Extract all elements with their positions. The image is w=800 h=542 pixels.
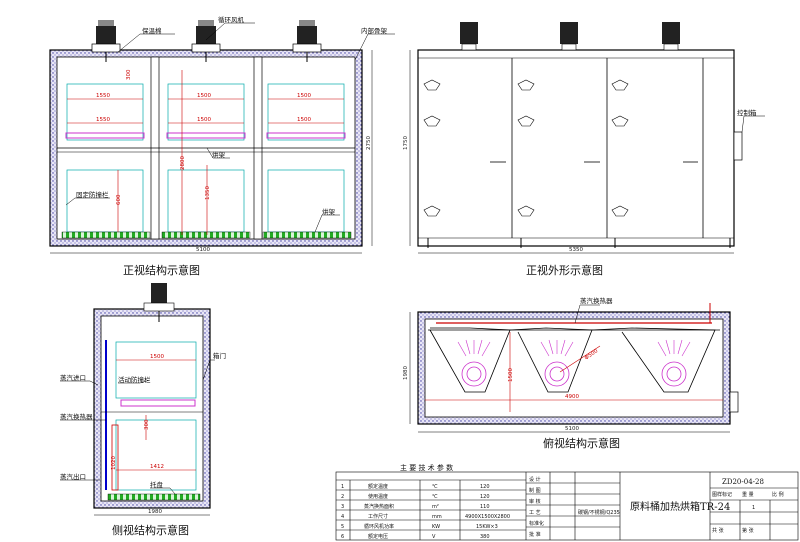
tech-table-title: 主 要 技 术 参 数 bbox=[400, 463, 453, 472]
title-field: 比 例 bbox=[772, 491, 784, 498]
row-no: 2 bbox=[341, 494, 344, 500]
dim-side-1412: 1412 bbox=[150, 464, 164, 470]
approval-label: 标准化 bbox=[529, 520, 544, 527]
label-rack-2: 烘架 bbox=[322, 207, 336, 216]
title-field: 重 量 bbox=[742, 491, 754, 498]
row-unit: m² bbox=[432, 504, 439, 510]
label-door: 箱门 bbox=[213, 351, 226, 360]
label-rack: 烘架 bbox=[212, 150, 226, 159]
title-field: 共 张 bbox=[712, 527, 724, 534]
dim-outline-width: 5350 bbox=[569, 247, 583, 253]
caption-front-structure: 正视结构示意图 bbox=[123, 263, 200, 277]
row-name: 使用温度 bbox=[368, 493, 388, 500]
label-control-box: 控制箱 bbox=[737, 108, 757, 117]
dim-front-width: 5100 bbox=[196, 247, 210, 253]
row-name: 蒸汽换热面积 bbox=[364, 503, 394, 510]
row-value: 110 bbox=[480, 504, 490, 510]
dim-cell-4: 1550 bbox=[96, 117, 110, 123]
top-structure-view bbox=[409, 303, 739, 433]
product-name: 原料桶加热烘箱TR-24 bbox=[630, 500, 730, 513]
dim-cell-2: 1500 bbox=[197, 93, 211, 99]
dim-v1350: 1350 bbox=[205, 186, 211, 200]
row-unit: ℃ bbox=[432, 494, 438, 500]
row-no: 6 bbox=[341, 534, 344, 540]
row-name: 循环风机功率 bbox=[364, 523, 394, 530]
label-fixed-rail: 固定防撞栏 bbox=[76, 190, 109, 199]
front-structure-view bbox=[49, 20, 395, 254]
row-value: 380 bbox=[480, 534, 490, 540]
caption-top-structure: 俯视结构示意图 bbox=[543, 436, 620, 450]
title-field: 图样标记 bbox=[712, 491, 732, 498]
drawing-number: ZD20-04-28 bbox=[722, 478, 764, 486]
dim-v300: 300 bbox=[126, 69, 132, 80]
sheet-number: 1 bbox=[752, 505, 755, 511]
row-no: 5 bbox=[341, 524, 344, 530]
row-unit: KW bbox=[432, 524, 440, 530]
dim-side-300: 300 bbox=[144, 419, 150, 430]
dim-cell-1: 1550 bbox=[96, 93, 110, 99]
label-movable-rail: 活动防撞栏 bbox=[118, 375, 151, 384]
dim-v2800: 2800 bbox=[180, 156, 186, 170]
dim-top-1500: 1500 bbox=[508, 368, 514, 382]
row-no: 3 bbox=[341, 504, 344, 510]
dim-side-1020: 1020 bbox=[111, 456, 117, 470]
dim-front-height: 2750 bbox=[366, 136, 372, 150]
row-unit: ℃ bbox=[432, 484, 438, 490]
row-value: 120 bbox=[480, 494, 490, 500]
caption-side-structure: 侧视结构示意图 bbox=[112, 523, 189, 537]
label-steam-outlet: 蒸汽出口 bbox=[60, 472, 86, 481]
row-value: 15KW×3 bbox=[476, 524, 498, 530]
material-text: 碳钢/不锈钢/Q235 bbox=[578, 509, 620, 516]
dim-v600: 600 bbox=[116, 194, 122, 205]
dim-cell-5: 1500 bbox=[197, 117, 211, 123]
approval-label: 制 图 bbox=[529, 487, 541, 494]
row-value: 4900X1500X2800 bbox=[465, 514, 510, 520]
row-name: 额定温度 bbox=[368, 483, 388, 490]
row-unit: mm bbox=[432, 514, 442, 520]
dim-top-width: 5100 bbox=[565, 426, 579, 432]
row-value: 120 bbox=[480, 484, 490, 490]
side-structure-view bbox=[60, 283, 215, 516]
label-tray: 托盘 bbox=[150, 480, 164, 489]
label-circ-fan: 循环风机 bbox=[218, 15, 245, 24]
label-heat-exchanger: 蒸汽换热器 bbox=[60, 412, 93, 421]
dim-outline-height: 1750 bbox=[403, 136, 409, 150]
approval-label: 审 核 bbox=[529, 498, 541, 505]
caption-front-outline: 正视外形示意图 bbox=[526, 263, 603, 277]
dim-side-inner: 1500 bbox=[150, 354, 164, 360]
label-steam-inlet: 蒸汽进口 bbox=[60, 373, 86, 382]
row-name: 工作尺寸 bbox=[368, 513, 388, 520]
tech-table-rows: 1 额定温度 ℃ 120 2 使用温度 ℃ 120 3 蒸汽换热面积 m² 11… bbox=[341, 483, 510, 540]
label-insulation: 保温棉 bbox=[142, 26, 162, 35]
title-field: 第 张 bbox=[742, 527, 754, 534]
approval-column: 设 计 制 图 审 核 工 艺 标准化 批 准 碳钢/不锈钢/Q235 bbox=[529, 476, 620, 538]
row-unit: V bbox=[432, 534, 436, 540]
dim-side-width: 1980 bbox=[148, 509, 162, 515]
title-block bbox=[335, 471, 799, 541]
row-name: 额定电压 bbox=[368, 533, 388, 540]
label-inner-frame: 内部骨架 bbox=[361, 26, 388, 35]
row-no: 4 bbox=[341, 514, 344, 520]
approval-label: 设 计 bbox=[529, 476, 541, 483]
dim-top-inner: 4900 bbox=[565, 394, 579, 400]
approval-label: 批 准 bbox=[529, 531, 541, 538]
dim-cell-3: 1500 bbox=[297, 93, 311, 99]
front-outline-view bbox=[409, 22, 765, 254]
row-no: 1 bbox=[341, 484, 344, 490]
fan-icon bbox=[91, 20, 322, 62]
dim-top-1980: 1980 bbox=[403, 366, 409, 380]
label-heat-exchanger-2: 蒸汽换热器 bbox=[580, 296, 613, 305]
dim-cell-6: 1500 bbox=[297, 117, 311, 123]
approval-label: 工 艺 bbox=[529, 510, 541, 516]
